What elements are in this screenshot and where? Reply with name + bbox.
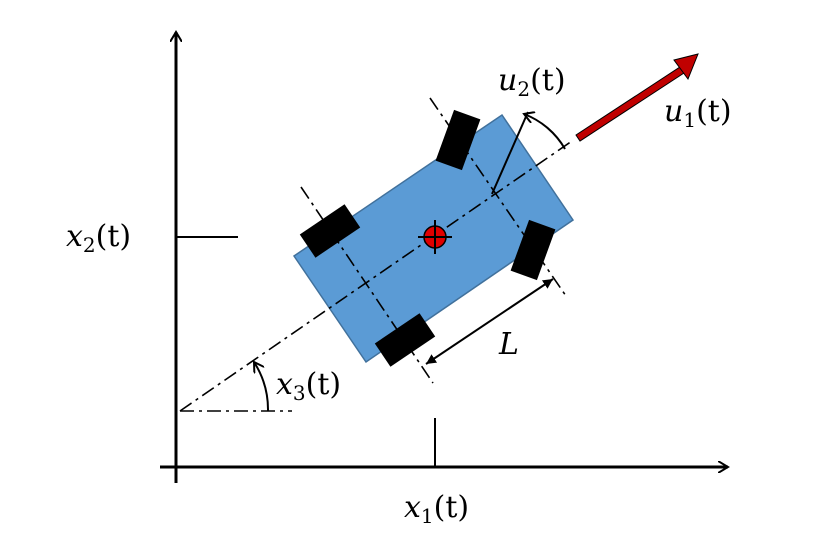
wheel-rear-left (299, 204, 361, 258)
label-x3: x3(t) (276, 367, 342, 405)
label-x2: x2(t) (66, 219, 132, 257)
wheel-front-left (435, 109, 481, 171)
label-u1: u1(t) (664, 94, 732, 132)
heading-line (179, 140, 573, 412)
velocity-arrow (575, 53, 699, 142)
label-wheelbase: L (499, 327, 519, 362)
wheelbase-dimension (425, 278, 554, 365)
wheel-rear-right (374, 313, 436, 367)
label-x1: x1(t) (404, 490, 470, 528)
label-u2: u2(t) (498, 63, 566, 101)
steering-angle-arc (524, 114, 566, 150)
steering-line (491, 111, 529, 195)
heading-angle-arc (254, 362, 270, 412)
wheel-front-right (510, 219, 556, 281)
center-of-mass-marker (418, 220, 452, 254)
